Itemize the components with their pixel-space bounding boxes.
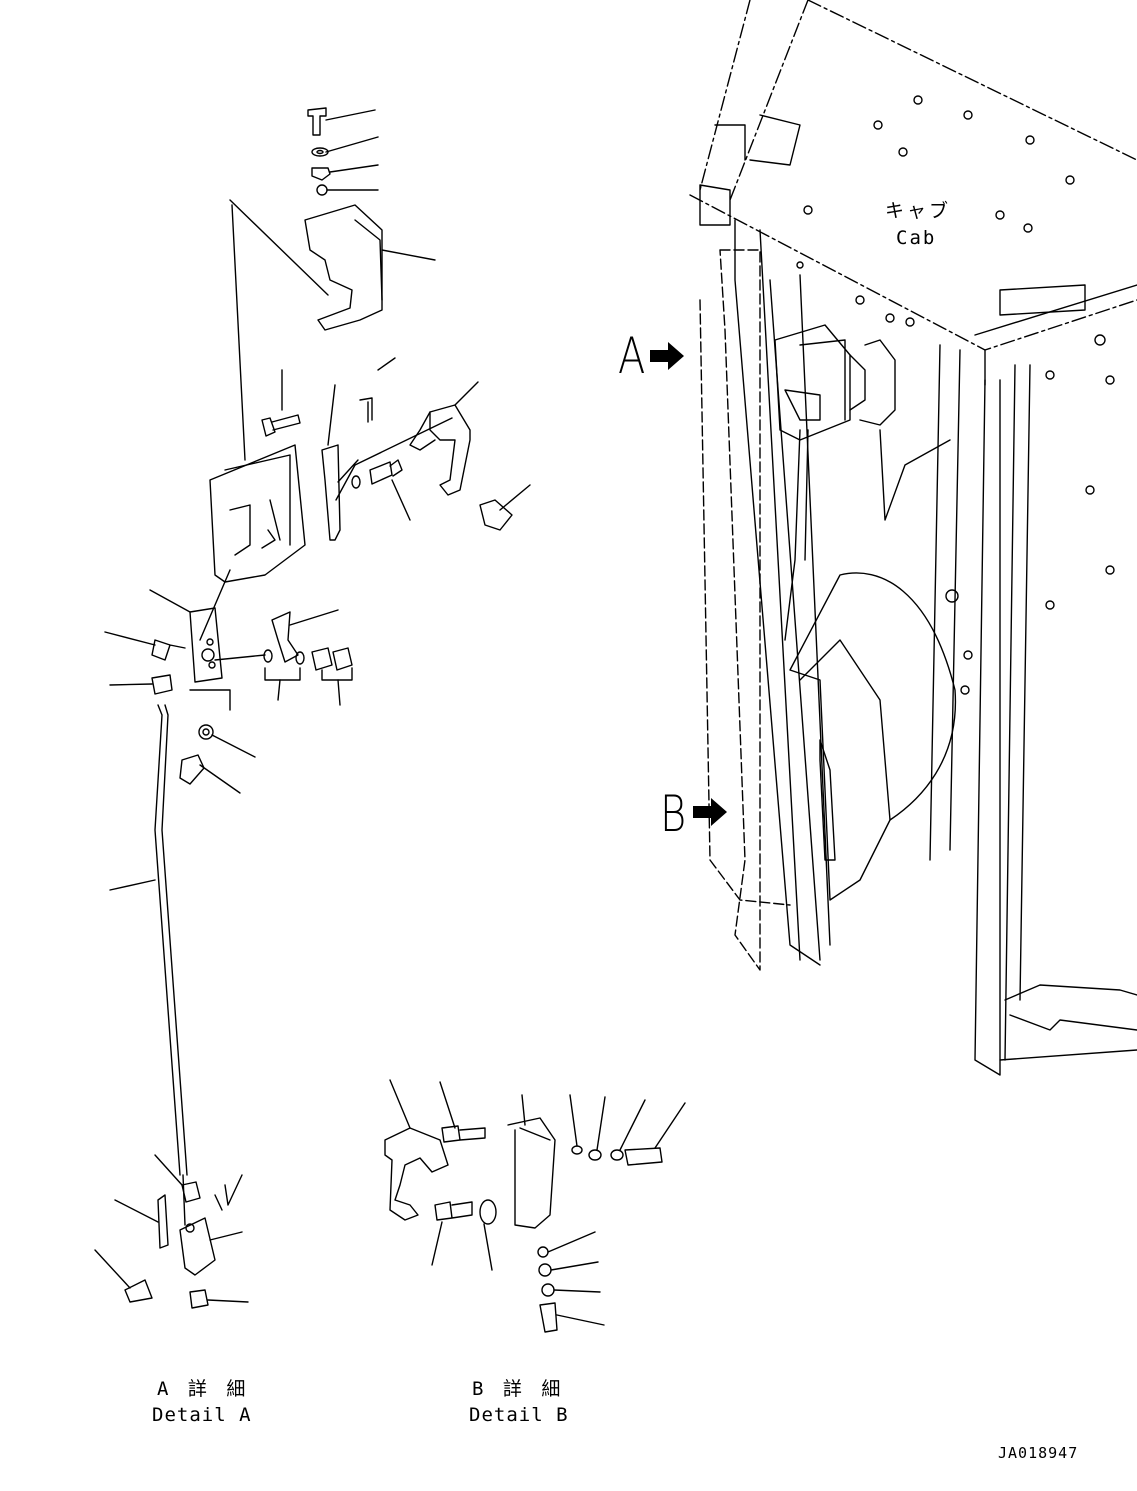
view-a-label: A — [618, 327, 646, 385]
right-arrow-icon — [650, 342, 684, 370]
detail-a-caption-jp: A 詳 細 — [157, 1378, 250, 1400]
right-arrow-icon — [693, 798, 727, 826]
cab-frame — [690, 0, 1137, 1075]
detail-b-parts — [385, 1080, 685, 1332]
detail-a-parts — [95, 108, 530, 1308]
cab-label-en: Cab — [896, 227, 937, 249]
cab-label-jp: キャブ — [885, 200, 952, 222]
view-b-label: B — [660, 785, 687, 843]
document-id: JA018947 — [998, 1444, 1079, 1462]
detail-b-caption-en: Detail B — [469, 1404, 569, 1426]
detail-b-caption-jp: B 詳 細 — [472, 1378, 565, 1400]
detail-a-caption-en: Detail A — [152, 1404, 252, 1426]
